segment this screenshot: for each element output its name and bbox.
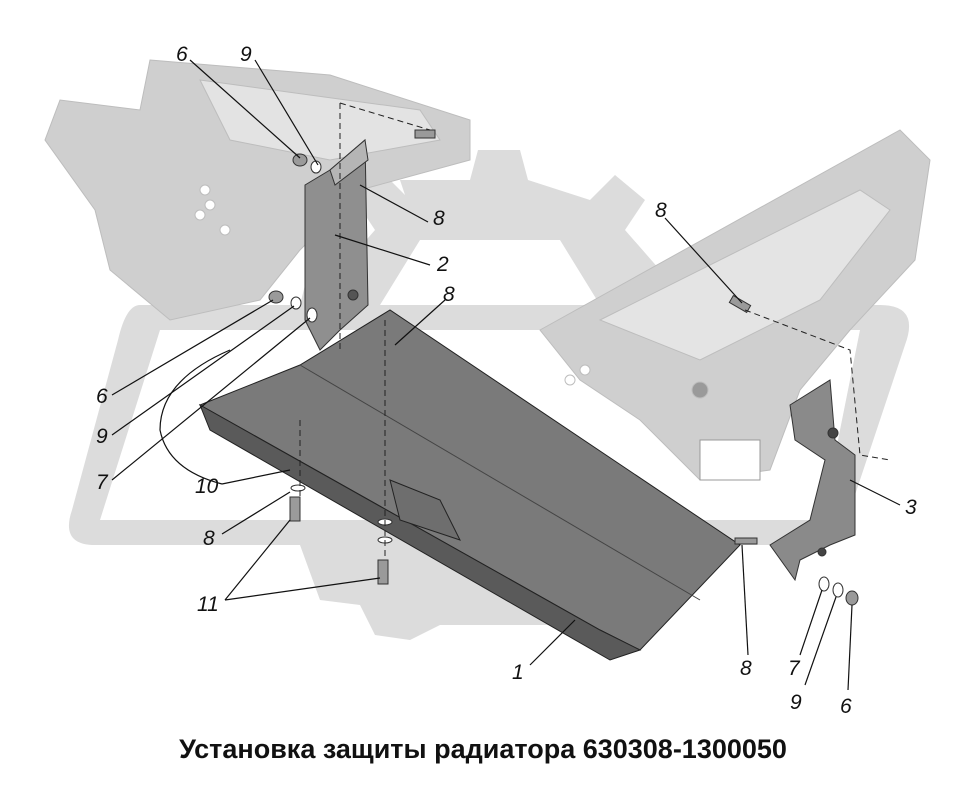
callout-7-left: 7 <box>96 471 108 494</box>
diagram-caption: Установка защиты радиатора 630308-130005… <box>179 734 787 764</box>
leader-lines <box>111 59 901 691</box>
callout-8-middle: 8 <box>443 283 455 306</box>
callout-1: 1 <box>512 661 524 684</box>
callout-6-bottom: 6 <box>840 695 852 718</box>
callout-8-upper: 8 <box>433 207 445 230</box>
callout-3: 3 <box>905 496 917 519</box>
callout-8-right: 8 <box>655 199 667 222</box>
guard-plate <box>198 309 741 661</box>
assembly-lines <box>299 102 891 560</box>
callout-10: 10 <box>195 475 219 498</box>
callout-8-bottom: 8 <box>740 657 752 680</box>
callout-11: 11 <box>197 593 219 616</box>
callout-8-bolt: 8 <box>203 527 215 550</box>
right-bracket <box>769 379 856 582</box>
callout-6-left: 6 <box>96 385 108 408</box>
callout-9-bottom: 9 <box>790 691 802 714</box>
callout-9-top: 9 <box>240 43 252 66</box>
callout-2: 2 <box>437 253 449 276</box>
callout-6-top: 6 <box>176 43 188 66</box>
callout-9-left: 9 <box>96 425 108 448</box>
watermark-gear <box>300 150 700 305</box>
fasteners <box>268 129 859 606</box>
left-frame-rail <box>44 59 471 321</box>
left-bracket <box>304 138 369 351</box>
callout-7-bottom: 7 <box>788 657 800 680</box>
guard-plate-front <box>199 403 642 661</box>
